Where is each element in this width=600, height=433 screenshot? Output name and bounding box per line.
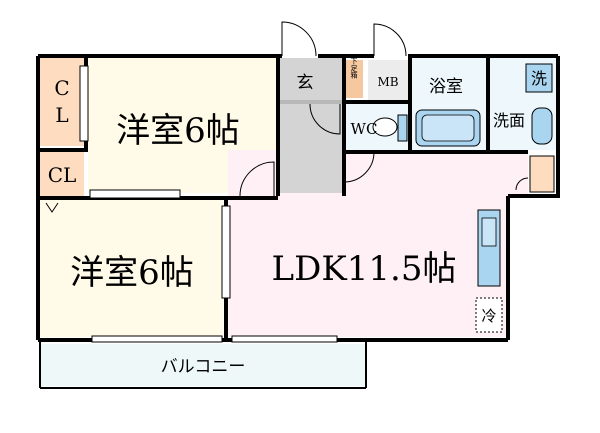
entrance-label: 玄 — [297, 73, 314, 93]
wash-basin — [531, 107, 553, 145]
windows — [79, 65, 338, 343]
ldk-label: LDK11.5帖 — [272, 249, 457, 289]
pantry-shelf — [529, 155, 555, 193]
toilet-label: WC — [351, 120, 378, 138]
closet-door-marker — [45, 202, 59, 213]
western-room-upper-label: 洋室6帖 — [116, 111, 240, 151]
meter-box — [368, 60, 408, 100]
closet-lower — [40, 152, 84, 196]
balcony-label: バルコニー — [161, 357, 246, 377]
washing-machine-label: 洗 — [531, 69, 547, 88]
western-room-lower-label: 洋室6帖 — [70, 253, 194, 293]
bathroom-label: 浴室 — [429, 77, 463, 97]
closet-upper-label-1: C — [54, 76, 69, 100]
meter-box-label: MB — [377, 75, 398, 89]
toilet-tank — [397, 114, 408, 142]
closet-upper — [40, 58, 84, 146]
shoe-box — [346, 60, 363, 98]
closet-lower-label: CL — [48, 163, 77, 187]
western-room-lower — [40, 200, 223, 337]
ldk-room — [228, 150, 528, 337]
kitchen-sink — [481, 217, 497, 247]
entrance-area — [278, 58, 344, 193]
washing-machine-box — [525, 63, 553, 93]
refrigerator-space — [475, 297, 503, 333]
doors — [239, 21, 529, 197]
bathtub-inner — [421, 114, 475, 142]
balcony-outline — [39, 342, 367, 389]
washroom-label: 洗面 — [493, 111, 525, 130]
entrance-step — [278, 100, 344, 104]
refrigerator-label: 冷 — [481, 307, 496, 325]
shoe-box-label: 下足箱 — [350, 58, 358, 80]
closet-upper-label-2: L — [55, 103, 68, 127]
balcony — [40, 344, 365, 386]
toilet-bowl — [372, 117, 398, 137]
